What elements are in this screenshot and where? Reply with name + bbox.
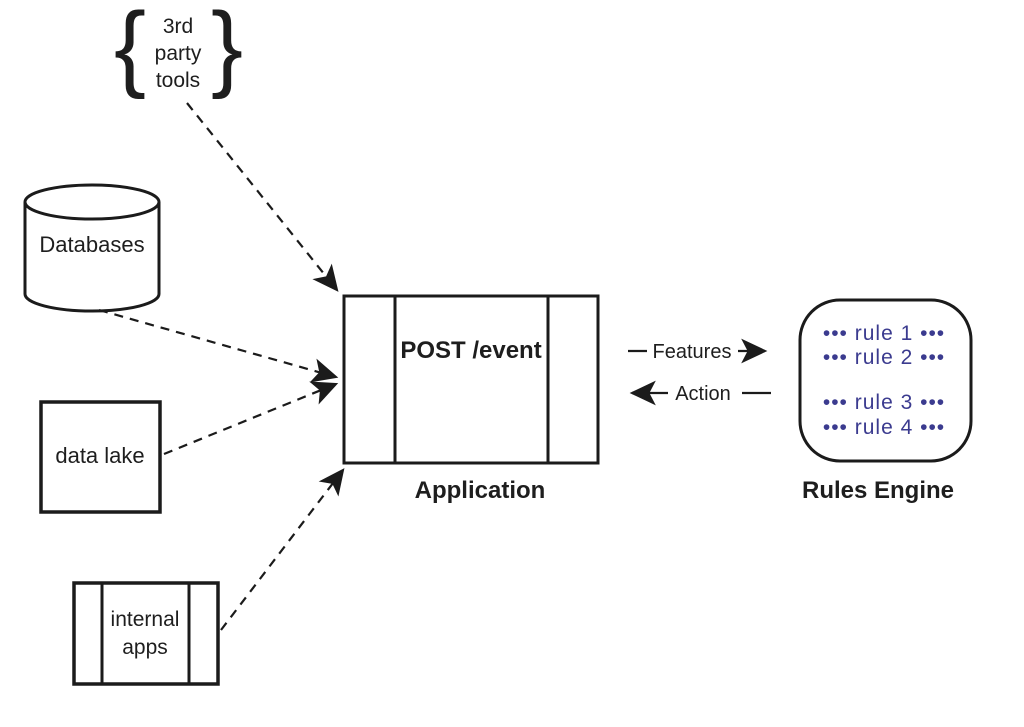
arrow-databases-to-application	[98, 308, 339, 383]
features-label: Features	[653, 341, 732, 363]
rule-2: ••• rule 2 •••	[823, 346, 945, 369]
action-label: Action	[675, 383, 731, 405]
rule-3: ••• rule 3 •••	[823, 391, 945, 414]
application-label: Application	[415, 477, 546, 504]
left-brace-glyph: {	[114, 0, 146, 100]
right-brace-glyph: }	[211, 0, 243, 100]
databases-node: Databases	[23, 183, 161, 313]
third-party-tools-label-line1: 3rd	[163, 15, 193, 38]
third-party-tools-label-line3: tools	[156, 69, 200, 92]
data-lake-label: data lake	[55, 443, 144, 468]
data-lake-box	[39, 400, 162, 514]
third-party-tools-label-line2: party	[155, 42, 202, 65]
application-box	[342, 294, 600, 465]
databases-cylinder-body	[23, 202, 161, 313]
action-flow: Action	[629, 380, 771, 406]
rule-1: ••• rule 1 •••	[823, 322, 945, 345]
application-endpoint-label: POST /event	[400, 337, 541, 364]
rules-engine-box	[798, 298, 973, 463]
features-flow: Features	[628, 338, 768, 364]
data-lake-node: data lake	[39, 400, 162, 514]
databases-cylinder-top	[23, 183, 161, 221]
arrow-data-lake-to-application	[163, 381, 339, 456]
internal-apps-label-line1: internal	[111, 608, 180, 631]
databases-label: Databases	[39, 232, 144, 257]
arrow-internal-apps-to-application	[220, 468, 345, 631]
rule-4: ••• rule 4 •••	[823, 416, 945, 439]
rules-engine-label: Rules Engine	[802, 477, 954, 504]
internal-apps-node: internal apps	[72, 581, 220, 686]
source-arrows	[98, 102, 345, 631]
application-node: POST /event Application	[342, 294, 600, 504]
internal-apps-label-line2: apps	[122, 636, 168, 659]
rules-engine-node: ••• rule 1 ••• ••• rule 2 ••• ••• rule 3…	[798, 298, 973, 504]
internal-apps-box	[72, 581, 220, 686]
third-party-tools-node: { } 3rd party tools	[114, 0, 243, 100]
arrow-third-party-to-application	[186, 102, 339, 292]
